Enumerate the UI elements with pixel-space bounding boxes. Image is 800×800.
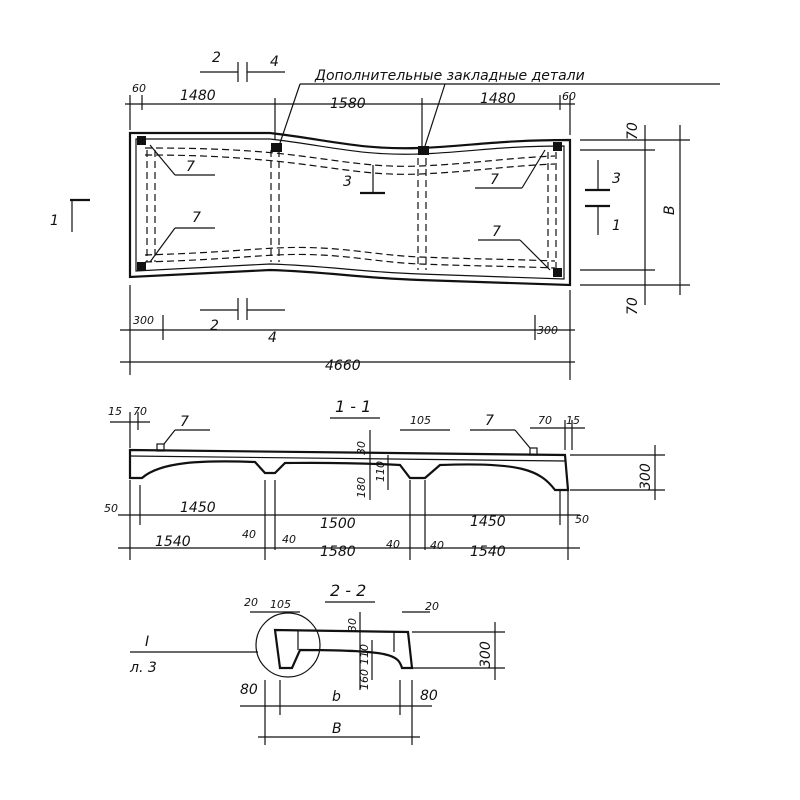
section-1-1-callout-7-right: 7 [485, 413, 494, 429]
dim-60-right: 60 [562, 90, 576, 103]
section-mark-2-top: 2 [212, 50, 221, 66]
section-2-2-profile [273, 628, 414, 670]
dim-80-right-22: 80 [420, 688, 438, 704]
dim-110-rib: 110 [374, 461, 387, 482]
dim-105: 105 [410, 414, 431, 427]
plan-outline [128, 131, 572, 287]
callout-7-leader-2 [149, 227, 176, 263]
dim-1540-left: 1540 [155, 534, 191, 550]
dim-1480-right: 1480 [480, 91, 516, 107]
callout-7-leader-4 [519, 239, 551, 271]
plan-rebar-bot-2 [144, 246, 556, 262]
dim-110-22: 110 [358, 644, 371, 665]
dim-40-a: 40 [242, 528, 256, 541]
section-mark-4-bottom: 4 [268, 330, 277, 346]
callout-7-leader-3 [521, 149, 546, 189]
dim-180-rib: 180 [355, 477, 368, 498]
section-mark-1-left: 1 [50, 213, 59, 229]
dim-1450-left: 1450 [180, 500, 216, 516]
callout-7-4: 7 [492, 224, 501, 240]
dim-1580: 1580 [330, 96, 366, 112]
section-mark-1-right: 1 [612, 218, 621, 234]
dim-160-22: 160 [358, 669, 371, 690]
dim-300-height: 300 [638, 463, 654, 490]
section-1-1: 1 - 1 7 7 15 70 105 70 15 30 180 110 [104, 397, 665, 560]
dim-40-c: 40 [386, 538, 400, 551]
plan-rebar-top-2 [144, 154, 556, 175]
embedded-plate-tr [553, 142, 562, 151]
dim-70-right-s: 70 [538, 414, 552, 427]
dim-40-d: 40 [430, 539, 444, 552]
dim-300-right: 300 [537, 324, 558, 337]
dim-width-b: B [662, 205, 678, 215]
note-leader-a [279, 83, 301, 144]
embedded-plate-tm2 [418, 146, 429, 155]
dim-300-22: 300 [478, 641, 494, 668]
plan-rebar-top-1 [144, 147, 556, 167]
dim-4660: 4660 [325, 358, 361, 374]
dim-40-b: 40 [282, 533, 296, 546]
callout-7-1: 7 [186, 159, 195, 175]
section-1-1-title: 1 - 1 [335, 397, 371, 416]
dim-80-left-22: 80 [240, 682, 258, 698]
dim-1480-left: 1480 [180, 88, 216, 104]
section-mark-3-right: 3 [612, 171, 621, 187]
dim-20-left-22: 20 [244, 596, 258, 609]
detail-ref-I: I [145, 634, 149, 650]
plan-note: Дополнительные закладные детали [314, 68, 585, 84]
note-leader-b [424, 83, 446, 147]
embedded-plate-tl [137, 136, 146, 145]
dim-300-left: 300 [133, 314, 154, 327]
dim-B-total: B [332, 721, 342, 737]
dim-15-right: 15 [566, 414, 580, 427]
section-mark-2-bottom: 2 [210, 318, 219, 334]
dim-70-bottom: 70 [625, 297, 641, 315]
dim-30-22: 30 [346, 618, 359, 632]
section-1-1-plate-right [529, 447, 538, 456]
plan-rebar-bot-1 [144, 253, 556, 269]
dim-105-22: 105 [270, 598, 291, 611]
dim-70-left-s: 70 [133, 405, 147, 418]
embedded-plate-bl [137, 262, 146, 271]
section-1-1-plate-left [156, 443, 165, 452]
section-1-1-profile [128, 448, 570, 492]
dim-1450-right: 1450 [470, 514, 506, 530]
dim-15-left: 15 [108, 405, 122, 418]
section-mark-4-top: 4 [270, 54, 279, 70]
embedded-plate-tm1 [271, 143, 282, 152]
plan-view: Дополнительные закладные детали 7 7 7 7 … [50, 50, 720, 380]
section-2-2: 2 - 2 I л. 3 20 105 20 30 110 160 300 [129, 581, 505, 745]
section-mark-3-mid: 3 [343, 174, 352, 190]
plan-inner-outline [135, 138, 565, 280]
dim-70-top: 70 [625, 122, 641, 140]
callout-7-2: 7 [192, 210, 201, 226]
dim-1500: 1500 [320, 516, 356, 532]
dim-1580-s: 1580 [320, 544, 356, 560]
dim-50-left: 50 [104, 502, 118, 515]
section-2-2-title: 2 - 2 [330, 581, 366, 600]
dim-b-inner: b [332, 689, 341, 705]
dim-20-right-22: 20 [425, 600, 439, 613]
dim-60-left: 60 [132, 82, 146, 95]
callout-7-leader-1 [149, 144, 176, 176]
section-1-1-callout-7-left: 7 [180, 414, 189, 430]
dim-1540-right: 1540 [470, 544, 506, 560]
embedded-plate-br [553, 268, 562, 277]
detail-circle-I [255, 612, 321, 678]
detail-sheet: л. 3 [129, 660, 157, 676]
callout-7-3: 7 [490, 172, 499, 188]
dim-50-right: 50 [575, 513, 589, 526]
dim-30-rib: 30 [355, 441, 368, 455]
